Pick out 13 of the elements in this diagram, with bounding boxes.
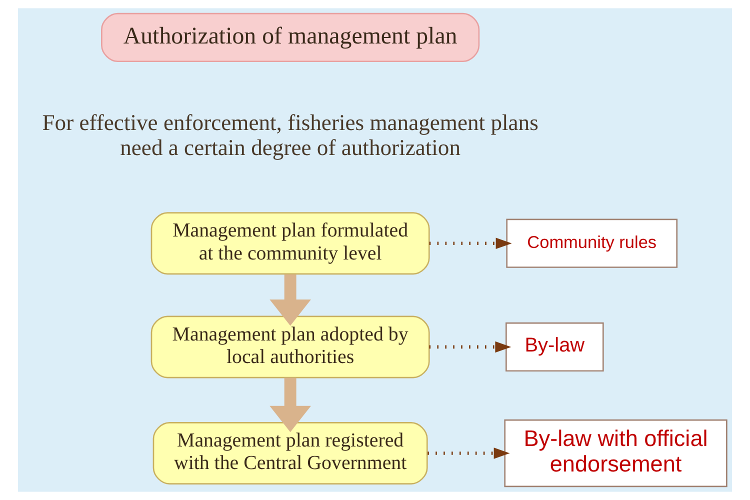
arrow [429,341,512,353]
node-box: Management plan adopted by local authorities [150,316,430,378]
node-box: Authorization of management plan [101,12,480,62]
node-box: Management plan registered with the Central Government [152,422,428,484]
node-box: Community rules [506,218,678,268]
arrow [428,448,510,459]
arrow [270,378,311,432]
label: For effective enforcement, fisheries management plans need a certain degree of authorization [42,110,538,160]
arrow [270,274,311,326]
node-box: Management plan formulated at the community level [150,212,430,275]
node-box: By-law [506,322,604,372]
arrow [429,238,512,249]
node-box: By-law with official endorsement [504,419,728,488]
